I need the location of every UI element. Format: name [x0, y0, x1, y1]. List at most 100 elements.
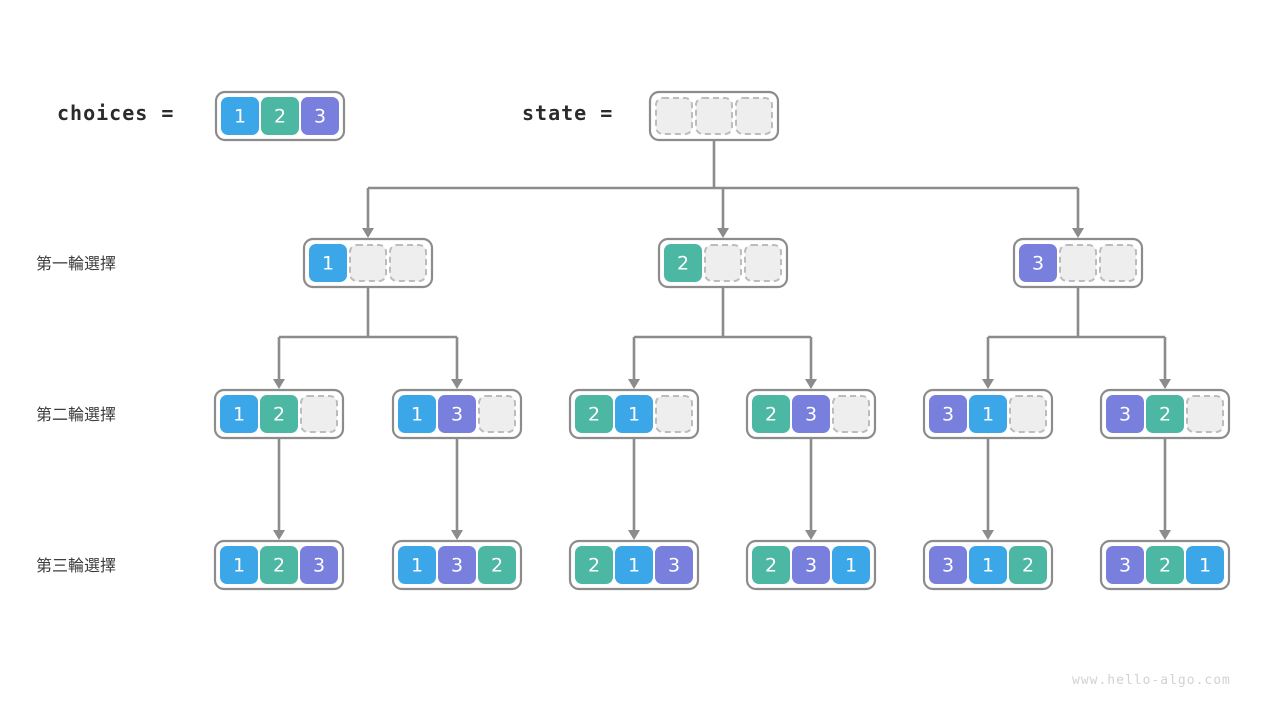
cell-empty [655, 97, 693, 135]
cell-value-3 [792, 395, 830, 433]
cell-empty [1059, 244, 1097, 282]
cell-value-3 [438, 546, 476, 584]
cell-label: 3 [451, 404, 463, 426]
cell-label: 3 [942, 404, 954, 426]
cell-value-2 [575, 546, 613, 584]
cell-label: 3 [805, 404, 817, 426]
cell-label: 2 [765, 404, 777, 426]
cell-value-3 [929, 395, 967, 433]
cell-empty [655, 395, 693, 433]
cell-value-3 [655, 546, 693, 584]
cell-label: 2 [274, 106, 286, 128]
row-label-row-2: 第二輪選擇 [36, 405, 116, 424]
cell-empty [695, 97, 733, 135]
cell-label: 2 [273, 404, 285, 426]
arrowhead [1072, 228, 1084, 238]
choices-label: choices = [57, 101, 174, 125]
cell-value-2 [260, 546, 298, 584]
cell-value-2 [664, 244, 702, 282]
cell-value-1 [398, 546, 436, 584]
cell-label: 3 [668, 555, 680, 577]
state-label: state = [522, 101, 613, 125]
cell-value-2 [1146, 395, 1184, 433]
arrowhead [717, 228, 729, 238]
watermark: www.hello-algo.com [1072, 673, 1231, 688]
cell-empty [389, 244, 427, 282]
cell-label: 1 [628, 404, 640, 426]
cell-value-1 [1186, 546, 1224, 584]
cell-empty [832, 395, 870, 433]
cell-value-1 [969, 546, 1007, 584]
cell-label: 3 [942, 555, 954, 577]
cell-value-2 [752, 395, 790, 433]
cell-label: 2 [588, 555, 600, 577]
arrowhead [1159, 379, 1171, 389]
arrowhead [273, 379, 285, 389]
row-label-row-1: 第一輪選擇 [36, 254, 116, 273]
cell-label: 3 [314, 106, 326, 128]
arrowhead [805, 530, 817, 540]
cell-label: 1 [411, 404, 423, 426]
cell-value-1 [832, 546, 870, 584]
cell-value-1 [221, 97, 259, 135]
cell-label: 2 [273, 555, 285, 577]
level3-node-2: 1 3 2 [391, 539, 523, 591]
cell-value-3 [1106, 546, 1144, 584]
cell-label: 1 [411, 555, 423, 577]
cell-value-2 [575, 395, 613, 433]
cell-empty [349, 244, 387, 282]
cell-value-3 [1106, 395, 1144, 433]
cell-value-3 [792, 546, 830, 584]
cell-value-3 [438, 395, 476, 433]
cell-value-1 [220, 546, 258, 584]
cell-value-2 [1009, 546, 1047, 584]
cell-value-1 [615, 546, 653, 584]
cell-label: 2 [1022, 555, 1034, 577]
cell-label: 1 [845, 555, 857, 577]
row-label-row-3: 第三輪選擇 [36, 556, 116, 575]
arrowhead [362, 228, 374, 238]
arrowhead [628, 530, 640, 540]
cell-label: 2 [1159, 404, 1171, 426]
cell-label: 3 [805, 555, 817, 577]
cell-empty [1009, 395, 1047, 433]
arrowhead [1159, 530, 1171, 540]
arrowhead [451, 379, 463, 389]
level1-node-3: 3 [1012, 237, 1144, 289]
cell-label: 3 [1119, 555, 1131, 577]
cell-label: 1 [233, 404, 245, 426]
cell-label: 1 [982, 555, 994, 577]
cell-value-2 [478, 546, 516, 584]
cell-value-2 [260, 395, 298, 433]
cell-label: 1 [982, 404, 994, 426]
cell-label: 3 [451, 555, 463, 577]
cell-value-1 [398, 395, 436, 433]
cell-label: 1 [1199, 555, 1211, 577]
cell-empty [735, 97, 773, 135]
arrowhead [451, 530, 463, 540]
cell-label: 2 [765, 555, 777, 577]
choices-node: 1 2 3 [214, 90, 346, 142]
cell-label: 2 [588, 404, 600, 426]
cell-value-1 [220, 395, 258, 433]
cell-value-3 [1019, 244, 1057, 282]
cell-label: 1 [234, 106, 246, 128]
cell-label: 2 [491, 555, 503, 577]
cell-label: 2 [677, 253, 689, 275]
arrowhead [273, 530, 285, 540]
cell-value-3 [300, 546, 338, 584]
edges-layer [273, 140, 1171, 540]
cell-empty [300, 395, 338, 433]
cell-value-2 [261, 97, 299, 135]
